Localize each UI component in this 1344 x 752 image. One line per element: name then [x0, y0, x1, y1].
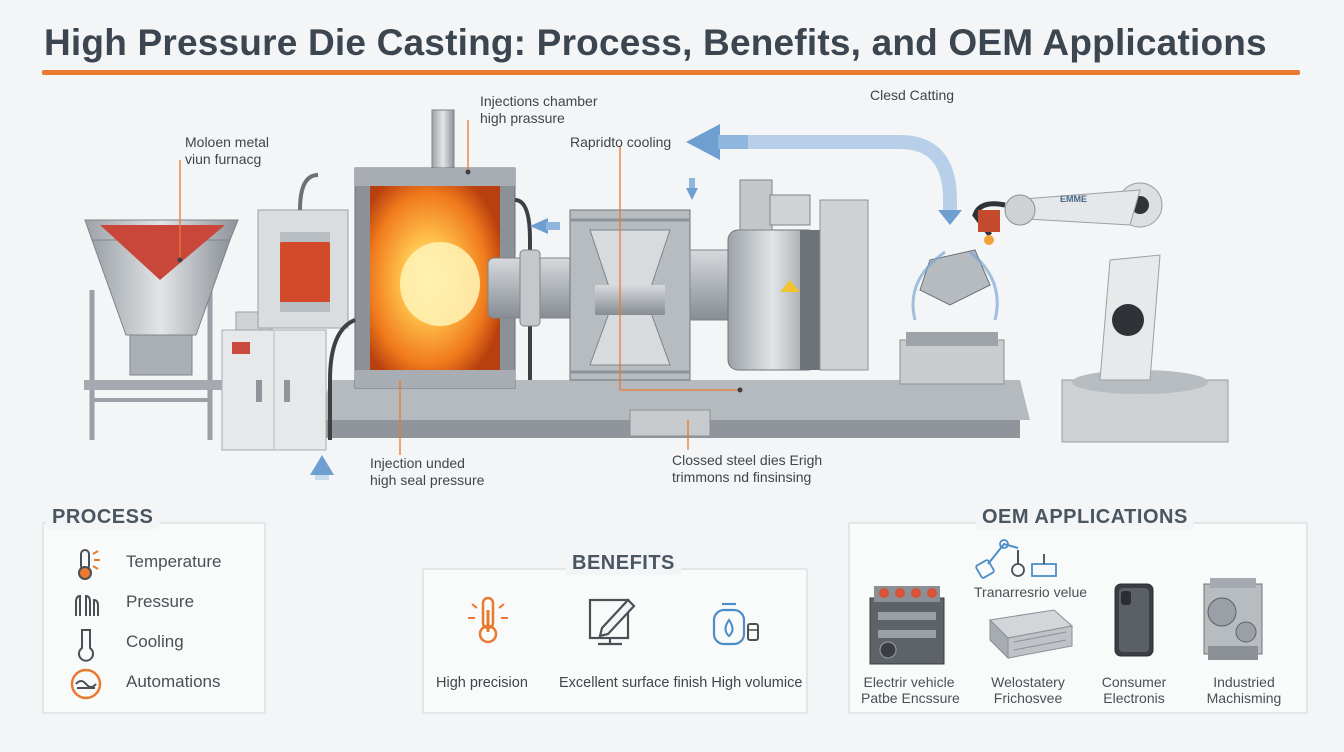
engine-block-icon [869, 586, 945, 665]
benefit-surface-finish-icon-wrap [584, 592, 640, 657]
die-casting-machine-illustration: EMME [84, 109, 1229, 480]
leader-dots [177, 169, 743, 393]
volume-icon [712, 602, 759, 646]
benefit-high-volume-icon-wrap [708, 598, 764, 657]
title-underline [42, 70, 1300, 75]
transmission-robot-icon [975, 539, 1057, 579]
process-item-temperature: Temperature [52, 546, 262, 580]
label-rapid-cooling: Rapridto cooling [570, 134, 672, 150]
flow-arrows [310, 124, 962, 480]
industrial-machine-icon [1203, 578, 1263, 660]
hydraulic-cylinder [257, 173, 349, 329]
precision-thermometer-icon [468, 596, 508, 644]
benefit-high-precision-icon-wrap [462, 592, 514, 657]
robot-arm [911, 182, 1229, 443]
leader-lines [179, 120, 740, 455]
process-item-automations: Automations [52, 666, 262, 700]
process-title: PROCESS [46, 506, 160, 529]
automation-icon [70, 668, 102, 700]
cooling-icon [78, 629, 94, 662]
battery-enclosure-icon [988, 609, 1074, 660]
shot-sleeve [487, 249, 579, 327]
process-item-pressure: Pressure [52, 586, 262, 618]
robot-brand: EMME [1060, 194, 1087, 204]
benefit-surface-finish-high-volume: Excellent surface finish High volumice [559, 675, 803, 691]
benefit-high-precision: High precision [436, 675, 528, 691]
benefits-title: BENEFITS [566, 552, 681, 575]
smartphone-icon [1114, 583, 1154, 657]
pressure-icon [75, 594, 99, 616]
oem-title: OEM APPLICATIONS [976, 506, 1194, 529]
thermometer-icon [78, 549, 100, 580]
oem-transmission-label: Tranarresrio velue [974, 584, 1088, 600]
clamping-unit [689, 179, 1125, 371]
process-item-cooling: Cooling [52, 626, 262, 662]
furnace [84, 219, 239, 440]
parts-bin [899, 332, 1005, 385]
machine-base [320, 380, 1030, 438]
surface-finish-icon [588, 598, 636, 646]
page-title: High Pressure Die Casting: Process, Bene… [44, 22, 1267, 63]
label-closed-casting: Clesd Catting [870, 87, 955, 103]
process-panel: Temperature Pressure Cooling Automations [42, 522, 266, 714]
die-frame [569, 209, 691, 381]
control-cabinet [221, 311, 327, 451]
